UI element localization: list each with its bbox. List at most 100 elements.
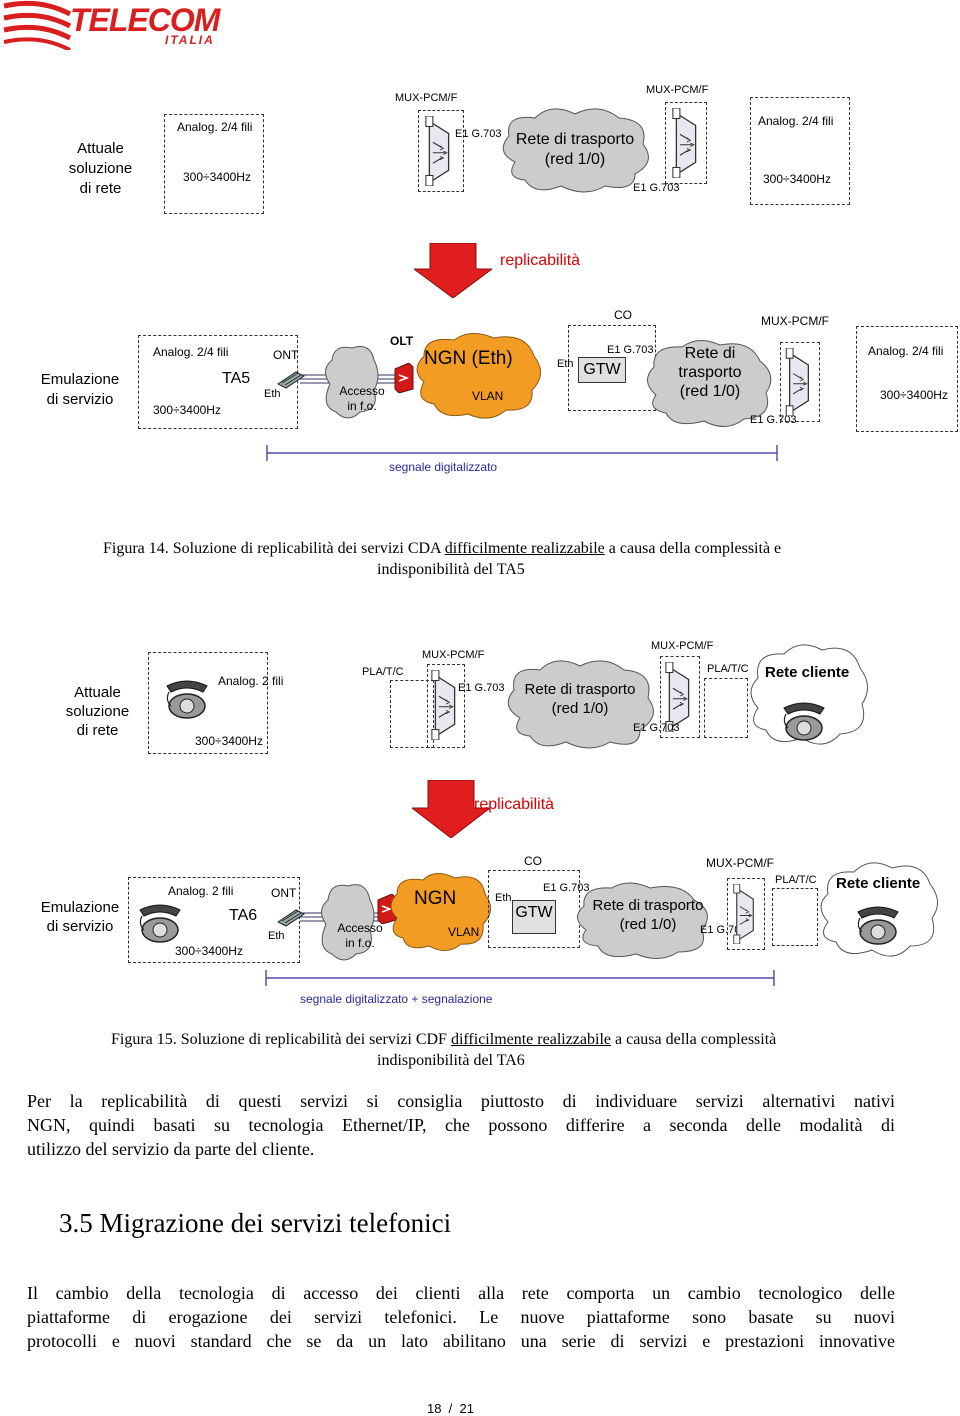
fig14-caption: Figura 14. Soluzione di replicabilità de… xyxy=(103,540,781,558)
fig15-bottom-ta: TA6 xyxy=(229,907,258,924)
fig15-top-e1-left: E1 G.703 xyxy=(458,682,505,694)
fig14-bottom-e1-right: E1 G.703 xyxy=(750,414,797,426)
fig14-bottom-mux-icon xyxy=(784,348,814,416)
fig14-bottom-access: Accesso in f.o. xyxy=(339,384,385,413)
fig15-bottom-transport-cloud-icon xyxy=(577,882,708,959)
fig15-top-mux-left-label: MUX-PCM/F xyxy=(422,649,485,661)
fig14-bottom-ont: ONT xyxy=(273,348,299,362)
fig14-top-freq-right: 300÷3400Hz xyxy=(763,172,831,186)
fig15-top-customer-cloud-icon xyxy=(750,644,868,745)
fig15-caption-line2: indisponibilità del TA6 xyxy=(377,1052,525,1069)
fig14-bottom-eth2: Eth xyxy=(557,358,574,370)
figure-14: Attuale soluzione di rete Analog. 2/4 fi… xyxy=(0,80,960,600)
fig14-bottom-mux-label: MUX-PCM/F xyxy=(761,314,829,328)
fig14-segment-span xyxy=(266,445,778,461)
fig15-top-pla-right: PLA/T/C xyxy=(707,663,749,675)
fig14-caption-line2: indisponibilità del TA5 xyxy=(377,561,525,578)
fig14-replicability: replicabilità xyxy=(500,252,581,269)
fig15-top-mux-right-label: MUX-PCM/F xyxy=(651,640,714,652)
fig15-bottom-gtw: GTW xyxy=(512,900,556,934)
fig14-bottom-transport-cloud: Rete di trasporto (red 1/0) xyxy=(678,345,742,400)
fig14-bottom-right-endpoint-box xyxy=(856,326,958,432)
fig15-caption: Figura 15. Soluzione di replicabilità de… xyxy=(111,1031,776,1049)
fig14-top-transport-cloud-icon xyxy=(502,108,649,193)
fig15-top-mux-left-box xyxy=(427,664,465,748)
fig15-top-pla-left: PLA/T/C xyxy=(362,666,404,678)
fig15-bottom-analog: Analog. 2 fili xyxy=(168,884,234,898)
fig14-bottom-left-box xyxy=(138,335,298,429)
fig15-bottom-mux-label: MUX-PCM/F xyxy=(706,856,774,870)
fig15-bottom-transport-cloud: Rete di trasporto (red 1/0) xyxy=(592,897,704,933)
logo-brand: TELECOM xyxy=(70,2,220,38)
fig15-top-mux-right-box xyxy=(660,656,700,738)
fig15-bottom-e1-right: E1 G.703 xyxy=(700,924,747,936)
fig14-top-right-endpoint-box xyxy=(750,97,850,205)
fig15-bottom-pla: PLA/T/C xyxy=(775,874,817,886)
fig15-top-pla-right-box xyxy=(704,678,748,738)
fig14-bottom-freq-left: 300÷3400Hz xyxy=(153,403,221,417)
fig15-replicability: replicabilità xyxy=(474,796,555,813)
fig15-bottom-left-box xyxy=(128,877,300,963)
body-p1-line-2: NGN, quindi basati su tecnologia Etherne… xyxy=(27,1115,895,1135)
fig15-bottom-customer-phone-icon xyxy=(854,902,900,946)
fig14-top-mux-left-icon xyxy=(424,116,454,186)
fig15-segment-label: segnale digitalizzato + segnalazione xyxy=(300,992,493,1006)
fig15-replicability-arrow-icon xyxy=(412,780,490,838)
fig15-top-transport-cloud-icon xyxy=(507,660,654,749)
fig14-top-mux-left-label: MUX-PCM/F xyxy=(395,92,458,104)
fig14-bottom-transport-cloud-icon xyxy=(647,340,772,427)
fig15-top-row-label: Attuale soluzione di rete xyxy=(65,684,130,739)
fig14-bottom-mux-box xyxy=(780,342,820,422)
fig14-bottom-ngn: NGN (Eth) xyxy=(424,348,513,369)
fig15-bottom-co-box xyxy=(488,870,580,948)
fig14-top-mux-right-box xyxy=(665,102,707,184)
fig15-bottom-ont: ONT xyxy=(271,886,297,900)
fig15-top-customer-phone-icon xyxy=(780,698,826,742)
fig15-bottom-co: CO xyxy=(524,854,542,868)
fig14-top-analog-right: Analog. 2/4 fili xyxy=(758,114,834,128)
fig15-segment-span xyxy=(265,970,775,986)
fig15-top-freq: 300÷3400Hz xyxy=(195,734,263,748)
fig15-bottom-customer-cloud: Rete cliente xyxy=(836,875,921,892)
logo-sub: ITALIA xyxy=(165,33,215,47)
fig14-bottom-analog-right: Analog. 2/4 fili xyxy=(868,344,944,358)
fig15-top-customer-cloud: Rete cliente xyxy=(765,664,850,681)
body-p2-line-2: piattaforme di erogazione dei servizi te… xyxy=(27,1307,895,1327)
fig14-replicability-arrow-icon xyxy=(414,243,492,298)
fig14-segment-label: segnale digitalizzato xyxy=(389,460,498,474)
fig15-top-mux-left-icon xyxy=(430,670,460,740)
fig15-bottom-access-cloud-icon xyxy=(321,884,375,961)
fig15-bottom-eth1: Eth xyxy=(268,930,285,942)
fig15-bottom-pla-box xyxy=(772,888,818,946)
fig15-caption-pre: Figura 15. Soluzione di replicabilità de… xyxy=(111,1031,451,1048)
fig14-top-e1-right: E1 G.703 xyxy=(633,182,680,194)
fig15-bottom-mux-icon xyxy=(730,884,760,944)
fig15-bottom-ngn: NGN xyxy=(414,888,457,909)
fig14-bottom-co: CO xyxy=(614,308,632,322)
fig14-top-freq-left: 300÷3400Hz xyxy=(183,170,251,184)
fig15-bottom-access: Accesso in f.o. xyxy=(337,921,383,950)
fig15-top-phone-icon xyxy=(163,676,209,720)
fig15-bottom-mux-box xyxy=(727,878,765,950)
fig15-top-analog: Analog. 2 fili xyxy=(218,674,284,688)
page-number: 18 / 21 xyxy=(427,1401,474,1416)
fig14-bottom-gtw: GTW xyxy=(578,357,626,383)
section-heading: 3.5 Migrazione dei servizi telefonici xyxy=(59,1208,452,1238)
fig15-top-pla-left-box xyxy=(390,680,434,748)
fig14-caption-post: a causa della complessità e xyxy=(604,540,782,557)
fig15-top-e1-right: E1 G.703 xyxy=(633,722,680,734)
fig14-bottom-e1-left: E1 G.703 xyxy=(607,344,654,356)
fig14-top-mux-right-label: MUX-PCM/F xyxy=(646,84,709,96)
fig14-bottom-ta: TA5 xyxy=(222,370,251,387)
fig14-top-row-label: Attuale soluzione di rete xyxy=(68,140,133,197)
fig14-top-mux-left-box xyxy=(418,110,464,192)
fig14-bottom-eth1: Eth xyxy=(264,388,281,400)
fig15-bottom-e1-left: E1 G.703 xyxy=(543,882,590,894)
fig14-bottom-access-cloud-icon xyxy=(325,346,379,419)
body-paragraph-2: Il cambio della tecnologia di accesso de… xyxy=(27,1281,895,1353)
fig14-top-analog-left: Analog. 2/4 fili xyxy=(177,120,253,134)
fig14-bottom-olt: OLT xyxy=(390,334,414,348)
fig15-top-left-box xyxy=(148,652,268,754)
fig15-bottom-vlan: VLAN xyxy=(448,925,480,939)
fig14-top-e1-left: E1 G.703 xyxy=(455,128,502,140)
